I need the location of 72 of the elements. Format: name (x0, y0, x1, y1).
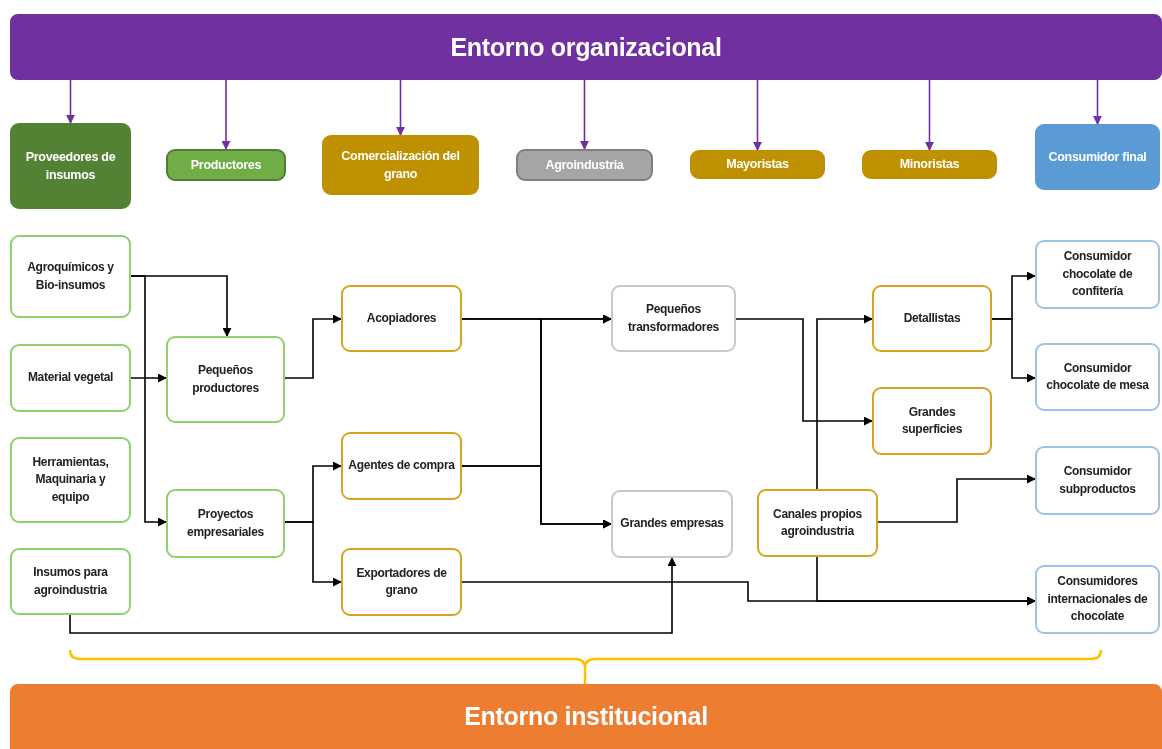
node-label: Material vegetal (27, 369, 114, 387)
arrow (877, 474, 1036, 523)
node-label: Consumidor final (1048, 148, 1147, 166)
actor-box (1035, 343, 1160, 411)
node-label: Minoristas (899, 156, 960, 174)
node-label: Productores (190, 156, 262, 174)
stage-header (862, 150, 997, 179)
node-label: Agroindustria (545, 156, 624, 174)
actor-box (611, 285, 736, 352)
arrow (753, 79, 762, 151)
actor-box (10, 344, 131, 412)
stage-header (1035, 124, 1160, 190)
actor-box (10, 548, 131, 615)
node-label: Consumidor subproductos (1058, 463, 1137, 498)
node-label: Consumidor chocolate de mesa (1045, 359, 1150, 394)
node-label: Exportadores de grano (355, 564, 448, 599)
node-label: Entorno institucional (464, 701, 708, 733)
footer-band (10, 684, 1162, 749)
header-band (10, 14, 1162, 80)
actor-box (872, 285, 992, 352)
node-label: Consumidor chocolate de confitería (1061, 248, 1134, 301)
arrow (991, 318, 1036, 383)
actor-box (1035, 565, 1160, 634)
node-label: Agentes de compra (348, 457, 455, 475)
arrow (816, 556, 1036, 606)
node-label: Herramientas, Maquinaria y equipo (31, 453, 110, 506)
stage-header (516, 149, 653, 181)
stage-header (322, 135, 479, 195)
arrow (69, 557, 677, 634)
arrow (284, 521, 342, 587)
arrow (461, 465, 612, 529)
actor-box (341, 548, 462, 616)
actor-box (1035, 240, 1160, 309)
node-label: Entorno organizacional (450, 31, 722, 63)
arrow (221, 79, 231, 150)
actor-box (341, 285, 462, 352)
node-label: Detallistas (903, 309, 961, 327)
stage-header (690, 150, 825, 179)
node-label: Pequeños productores (191, 362, 260, 397)
actor-box (757, 489, 878, 557)
node-label: Consumidores internacionales de chocolate (1046, 573, 1149, 626)
stage-header (166, 149, 286, 181)
node-label: Mayoristas (726, 156, 789, 174)
node-label: Comercialización del grano (340, 147, 461, 183)
node-label: Proveedores de insumos (24, 148, 117, 184)
stage-header (10, 123, 131, 209)
arrow (66, 79, 75, 124)
actor-box (1035, 446, 1160, 515)
actor-box (10, 437, 131, 523)
arrow (1093, 79, 1102, 125)
node-label: Grandes empresas (620, 515, 724, 533)
actor-box (166, 336, 285, 423)
arrow (925, 79, 934, 151)
node-label: Canales propios agroindustria (772, 505, 863, 540)
actor-box (611, 490, 733, 558)
arrow (735, 318, 873, 426)
actor-box (10, 235, 131, 318)
arrow (396, 79, 405, 136)
node-label: Insumos para agroindustria (32, 564, 109, 599)
arrow (284, 314, 342, 379)
arrow (130, 275, 167, 527)
node-label: Acopiadores (366, 309, 437, 327)
arrow (130, 373, 167, 383)
node-label: Proyectos empresariales (186, 506, 265, 541)
node-label: Agroquímicos y Bio-insumos (26, 259, 115, 294)
actor-box (166, 489, 285, 558)
node-label: Pequeños transformadores (627, 301, 720, 336)
actor-box (872, 387, 992, 455)
node-label: Grandes superficies (900, 403, 964, 438)
arrow (580, 79, 589, 150)
actor-box (341, 432, 462, 500)
arrow (816, 314, 873, 490)
